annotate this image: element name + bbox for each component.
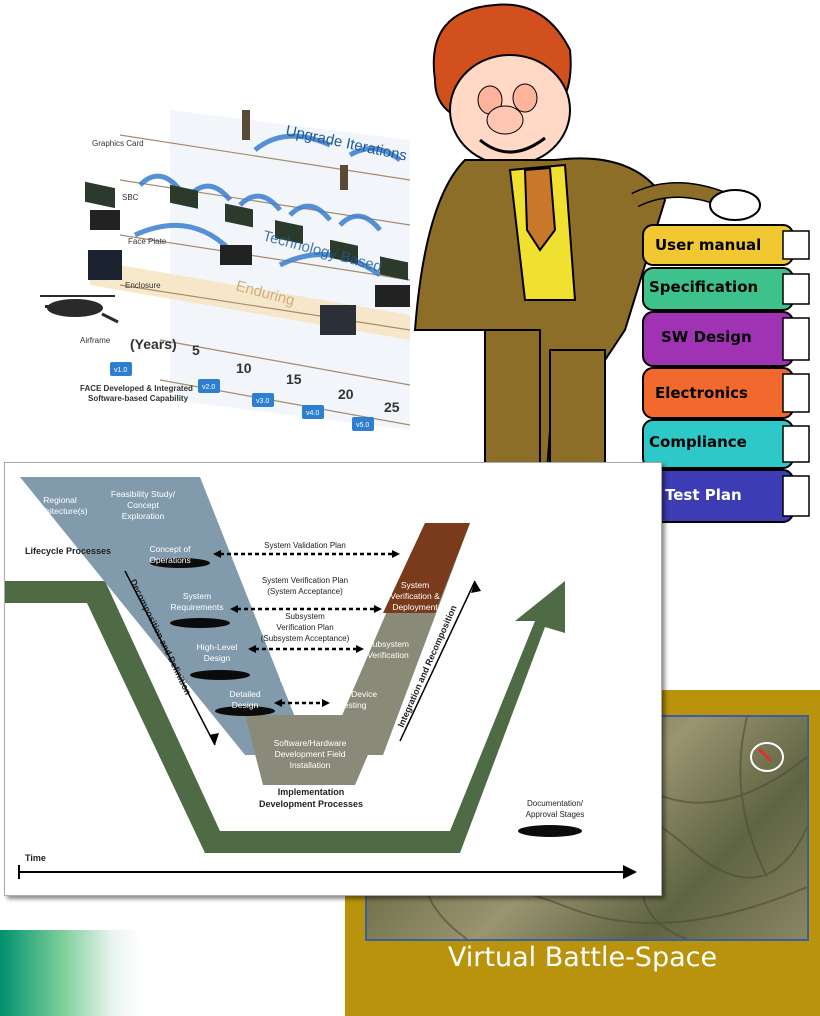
plan-arrows — [220, 552, 393, 705]
years-label: (Years) — [130, 336, 177, 352]
v-box-sysreq-l1: System — [183, 591, 211, 601]
v-box-sysver-l2: Verification & — [390, 591, 440, 601]
glove — [709, 189, 761, 221]
book-label-compliance: Compliance — [649, 433, 747, 451]
v-model-diagram: Regional Architecture(s) Feasibility Stu… — [4, 462, 662, 896]
book-label-electronics: Electronics — [655, 384, 748, 402]
row-label-airframe: Airframe — [80, 336, 111, 345]
plan-unit-l2: Test Plan — [286, 685, 319, 694]
row-label-graphics-card: Graphics Card — [92, 139, 144, 148]
book-label-sw-design: SW Design — [661, 328, 752, 346]
book-pages-4 — [782, 425, 810, 463]
teal-accent-shape — [0, 930, 140, 1016]
footer-line-1: FACE Developed & Integrated — [80, 384, 193, 393]
v-box-detailed-l1: Detailed — [229, 689, 260, 699]
year-tick-25: 25 — [384, 399, 400, 415]
v-box-subsys-l2: Verification — [367, 650, 409, 660]
left-v-wing — [20, 477, 310, 755]
book-pages-1 — [782, 273, 810, 305]
year-tick-10: 10 — [236, 360, 252, 376]
book-label-user-manual: User manual — [655, 236, 761, 254]
plan-system-verification-l1: System Verification Plan — [262, 576, 348, 585]
year-tick-20: 20 — [338, 386, 354, 402]
version-badge-v4: v4.0 — [306, 410, 319, 417]
row-label-sbc: SBC — [122, 193, 139, 202]
development-processes-label: Development Processes — [259, 799, 363, 809]
book-stack — [642, 224, 810, 523]
plan-subsystem-l2: Verification Plan — [276, 623, 333, 632]
year-tick-5: 5 — [192, 342, 200, 358]
helicopter-icon — [40, 295, 119, 324]
plan-subsystem-l1: Subsystem — [285, 612, 325, 621]
implementation-block — [245, 715, 385, 785]
version-badges: v1.0 v2.0 v3.0 v4.0 v5.0 — [110, 362, 374, 431]
row-label-face-plate: Face Plate — [128, 237, 167, 246]
footer-line-2: Software-based Capability — [88, 394, 189, 403]
upgrade-arrows — [133, 133, 402, 278]
v-box-hld-l1: High-Level — [197, 642, 238, 652]
legend-approval: Approval Stages — [526, 810, 585, 819]
v-box-feasibility-l1: Feasibility Study/ — [111, 489, 176, 499]
version-badge-v3: v3.0 — [256, 398, 269, 405]
book-pages-3 — [782, 373, 810, 413]
book-pages-2 — [782, 317, 810, 361]
version-badge-v5: v5.0 — [356, 422, 369, 429]
book-label-test-plan: Test Plan — [665, 486, 742, 504]
decomposition-arrow — [124, 570, 216, 746]
v-box-regional-l2: Architecture(s) — [32, 506, 87, 516]
v-box-sysver-l3: Deployment — [392, 602, 438, 612]
battle-space-caption: Virtual Battle-Space — [447, 942, 718, 973]
v-box-unit-l2: Testing — [340, 700, 367, 710]
v-box-subsys-l1: Subsystem — [367, 639, 409, 649]
row-label-enclosure: Enclosure — [125, 281, 161, 290]
year-tick-15: 15 — [286, 371, 302, 387]
plan-system-validation: System Validation Plan — [264, 541, 346, 550]
v-box-detailed-l2: Design — [232, 700, 259, 710]
cartoon-engineer-with-books: User manual Specification SW Design Elec… — [405, 0, 820, 555]
target-ring — [750, 742, 784, 772]
time-arrowhead — [623, 865, 637, 879]
translucent-plane — [170, 110, 410, 430]
v-box-feasibility-l3: Exploration — [122, 511, 165, 521]
book-label-specification: Specification — [649, 278, 758, 296]
approval-stage-ellipses — [150, 558, 582, 837]
version-badge-v1: v1.0 — [114, 367, 127, 374]
integration-arrow — [399, 580, 476, 742]
upgrade-iterations-diagram: Graphics Card SBC Face Plate Enclosure A… — [30, 100, 410, 460]
v-box-conops-l2: Operations — [149, 555, 191, 565]
v-box-regional-l1: Regional — [43, 495, 77, 505]
implementation-label: Implementation — [278, 787, 345, 797]
legend-documentation: Documentation/ — [527, 799, 584, 808]
upgrade-svg: Graphics Card SBC Face Plate Enclosure A… — [40, 110, 410, 431]
v-box-software-l3: Installation — [290, 760, 331, 770]
v-model-svg: Regional Architecture(s) Feasibility Stu… — [5, 477, 637, 879]
plan-subsystem-l3: (Subsystem Acceptance) — [261, 634, 350, 643]
right-v-wing-top — [383, 523, 470, 613]
time-label: Time — [25, 853, 46, 863]
cartoon-svg: User manual Specification SW Design Elec… — [413, 3, 810, 533]
hardware-cards — [85, 110, 410, 335]
version-badge-v2: v2.0 — [202, 384, 215, 391]
v-box-conops-l1: Concept of — [149, 544, 191, 554]
v-box-software-l1: Software/Hardware — [274, 738, 347, 748]
v-box-feasibility-l2: Concept — [127, 500, 159, 510]
v-box-sysver-l1: System — [401, 580, 429, 590]
lifecycle-processes-label: Lifecycle Processes — [25, 546, 111, 556]
book-pages-5 — [782, 475, 810, 517]
v-box-hld-l2: Design — [204, 653, 231, 663]
v-box-sysreq-l2: Requirements — [171, 602, 224, 612]
v-box-software-l2: Development Field — [275, 749, 346, 759]
target-marker — [757, 747, 773, 763]
plan-arrowheads — [213, 550, 400, 707]
book-pages-0 — [782, 230, 810, 260]
plan-unit-l1: Unit / Device — [279, 675, 325, 684]
tie — [523, 166, 557, 252]
v-box-unit-l1: Unit / Device — [329, 689, 377, 699]
plan-system-verification-l2: (System Acceptance) — [267, 587, 343, 596]
